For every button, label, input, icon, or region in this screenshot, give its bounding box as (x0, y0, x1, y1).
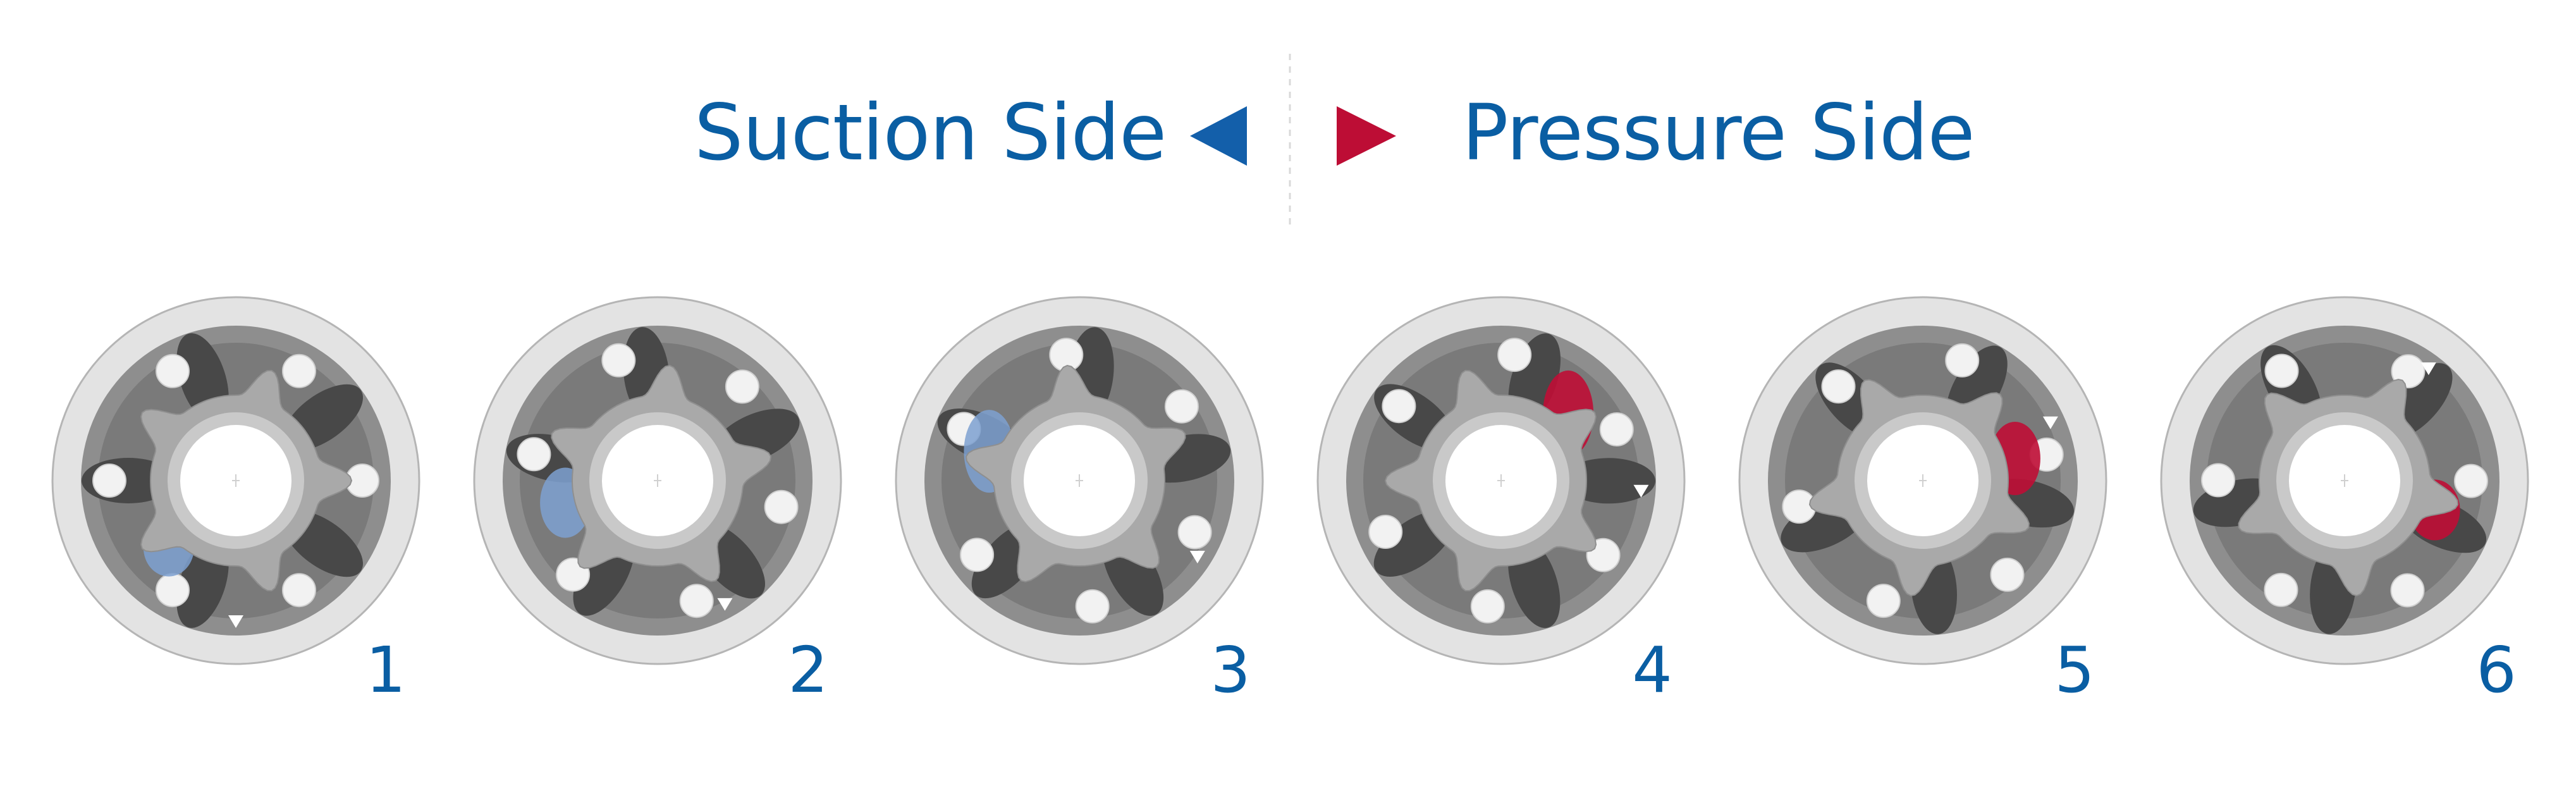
stage-number-4: 4 (1632, 633, 1672, 707)
outer-lobe (1945, 343, 1980, 378)
outer-lobe (1075, 589, 1110, 624)
outer-lobe (764, 489, 799, 524)
outer-lobe (1599, 412, 1634, 446)
pump-stage-6 (2160, 296, 2529, 665)
outer-lobe (156, 573, 190, 608)
pump-stage-5 (1738, 296, 2107, 665)
outer-lobe (1470, 589, 1505, 624)
suction-side-label: Suction Side (694, 88, 1167, 178)
stage-number-6: 6 (2476, 633, 2517, 707)
pressure-arrow-icon (1337, 106, 1396, 166)
stage-number-3: 3 (1210, 633, 1251, 707)
outer-lobe (282, 573, 316, 608)
outer-lobe (1990, 557, 2025, 592)
outer-lobe (1382, 389, 1416, 424)
outer-lobe (2264, 353, 2299, 388)
outer-lobe (601, 343, 636, 378)
outer-lobe (2454, 464, 2488, 498)
position-marker-icon (1189, 550, 1205, 563)
outer-lobe (1866, 584, 1901, 618)
outer-lobe (156, 353, 190, 388)
outer-lobe (2201, 463, 2235, 498)
outer-lobe (1497, 338, 1532, 372)
stage-number-5: 5 (2054, 633, 2095, 707)
position-marker-icon (228, 615, 243, 628)
outer-lobe (517, 437, 551, 472)
outer-lobe (1368, 515, 1403, 549)
pump-stage-4 (1316, 296, 1686, 665)
position-marker-icon (2420, 362, 2436, 376)
outer-lobe (960, 538, 995, 572)
stage-number-2: 2 (788, 633, 828, 707)
outer-lobe (2390, 573, 2425, 608)
outer-lobe (679, 584, 714, 618)
suction-arrow-icon (1190, 106, 1247, 166)
stage-number-1: 1 (365, 633, 406, 707)
outer-lobe (1177, 515, 1212, 550)
position-marker-icon (717, 598, 733, 611)
position-marker-icon (1633, 484, 1649, 498)
position-marker-icon (2042, 416, 2058, 429)
pump-stage-3 (895, 296, 1264, 665)
outer-lobe (2264, 572, 2298, 607)
outer-lobe (725, 369, 759, 404)
pump-stage-1 (51, 296, 420, 665)
pump-stage-2 (473, 296, 842, 665)
outer-lobe (1821, 369, 1856, 404)
outer-lobe (92, 464, 126, 498)
outer-lobe (282, 353, 316, 388)
pressure-side-label: Pressure Side (1462, 88, 1975, 178)
outer-lobe (1164, 389, 1199, 424)
